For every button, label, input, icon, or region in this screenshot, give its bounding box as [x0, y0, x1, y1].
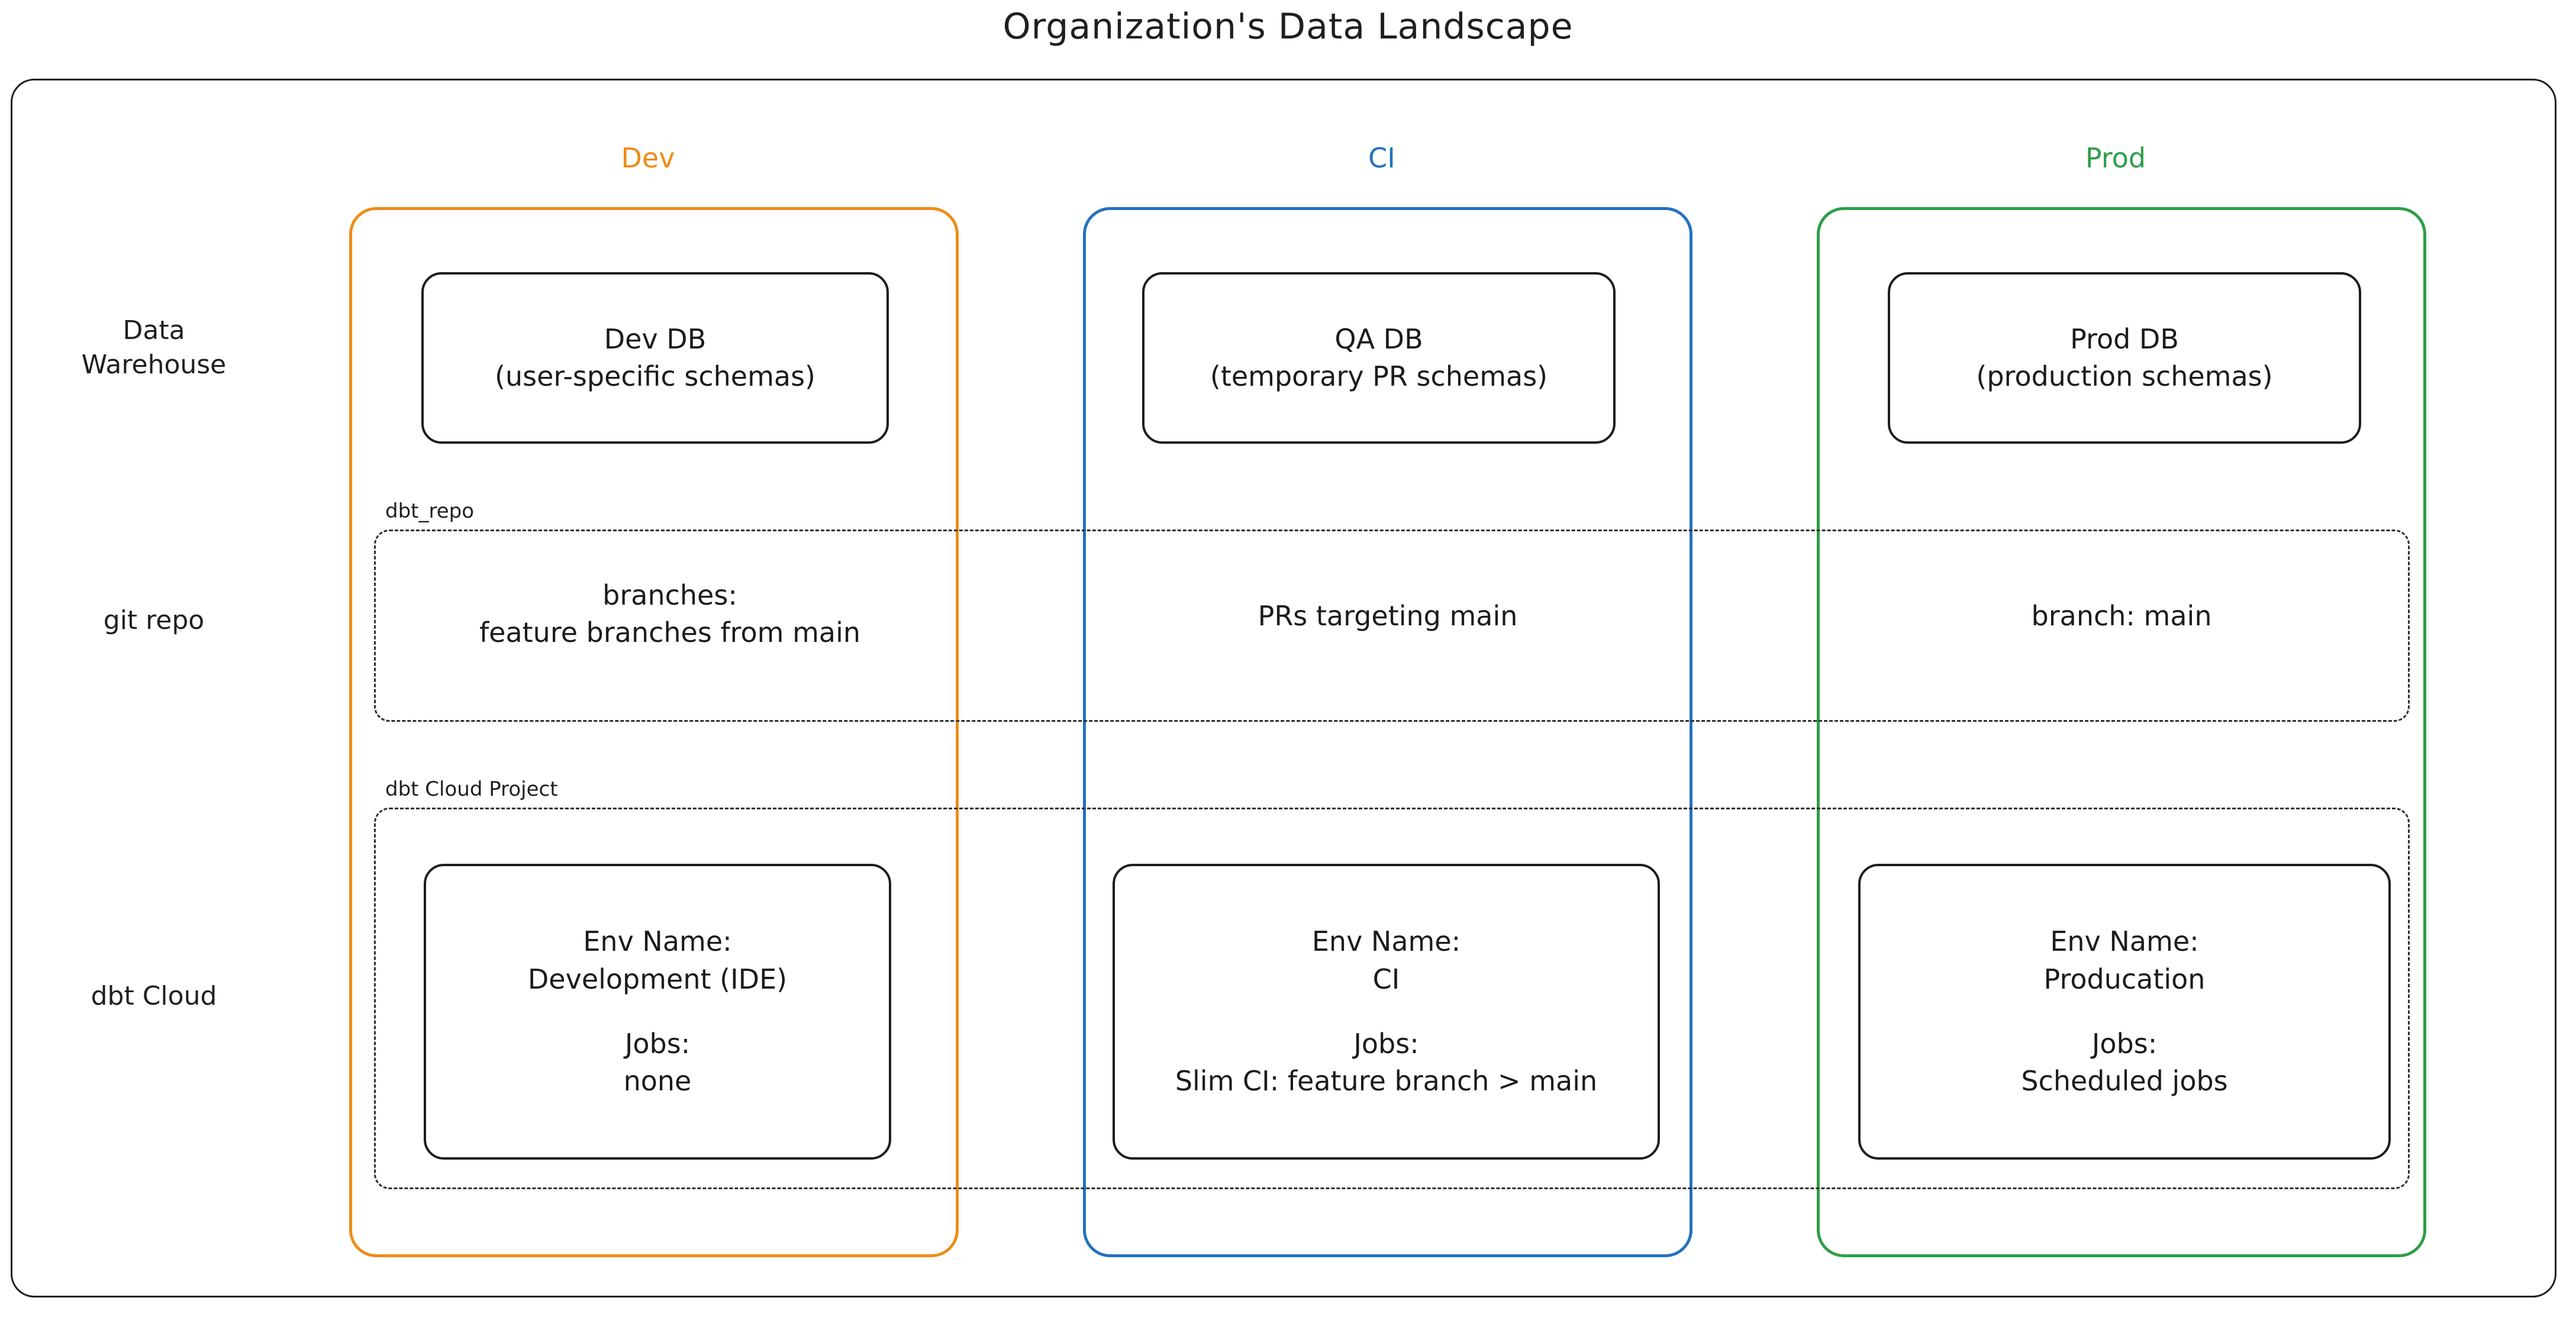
- env-container-prod: [1817, 207, 2426, 1257]
- card-title: Dev DB: [604, 322, 707, 355]
- jobs-label: Jobs:: [2091, 1028, 2158, 1060]
- env-name-label: Env Name:: [2050, 925, 2199, 958]
- env-name-value: CI: [1372, 963, 1400, 995]
- column-header-ci: CI: [1368, 142, 1395, 174]
- jobs-label: Jobs:: [624, 1028, 691, 1060]
- card-title: Prod DB: [2070, 322, 2179, 355]
- card-subtitle: (user-specific schemas): [495, 360, 815, 392]
- row-label-dbt-cloud: dbt Cloud: [30, 979, 278, 1013]
- git-dev-line-1: branches:: [602, 579, 737, 611]
- jobs-value: Scheduled jobs: [2021, 1065, 2228, 1098]
- card-dbt-cloud-prod[interactable]: Env Name: Producation Jobs: Scheduled jo…: [1858, 864, 2391, 1160]
- card-title: QA DB: [1334, 322, 1423, 355]
- card-dbt-cloud-dev[interactable]: Env Name: Development (IDE) Jobs: none: [424, 864, 891, 1160]
- git-ci-line-1: PRs targeting main: [1258, 600, 1518, 632]
- env-container-dev: [349, 207, 959, 1257]
- group-container-dbt-repo: dbt_repo: [374, 499, 2410, 722]
- row-label-line-1: dbt Cloud: [91, 981, 217, 1011]
- jobs-label: Jobs:: [1353, 1028, 1419, 1060]
- page-title: Organization's Data Landscape: [1002, 6, 1574, 47]
- env-name-value: Producation: [2043, 963, 2206, 995]
- row-label-line-1: git repo: [103, 605, 205, 635]
- jobs-value: Slim CI: feature branch > main: [1175, 1065, 1598, 1098]
- card-dbt-cloud-ci[interactable]: Env Name: CI Jobs: Slim CI: feature bran…: [1113, 864, 1660, 1160]
- git-prod-line-1: branch: main: [2031, 600, 2212, 632]
- card-prod-db[interactable]: Prod DB (production schemas): [1888, 272, 2361, 444]
- jobs-value: none: [623, 1065, 692, 1098]
- group-label-dbt-repo: dbt_repo: [382, 499, 478, 523]
- group-label-dbt-cloud-project: dbt Cloud Project: [382, 777, 562, 801]
- text-cell-git-ci: PRs targeting main: [1083, 598, 1692, 635]
- row-label-line-1: Data: [122, 315, 185, 346]
- column-header-dev: Dev: [621, 142, 675, 174]
- env-name-value: Development (IDE): [527, 963, 788, 995]
- env-name-label: Env Name:: [583, 925, 732, 958]
- row-label-data-warehouse: Data Warehouse: [30, 314, 278, 382]
- row-label-git-repo: git repo: [30, 603, 278, 638]
- card-subtitle: (production schemas): [1976, 360, 2273, 392]
- column-header-prod: Prod: [2085, 142, 2146, 174]
- card-dev-db[interactable]: Dev DB (user-specific schemas): [421, 272, 889, 444]
- row-label-line-2: Warehouse: [81, 350, 227, 380]
- env-container-ci: [1083, 207, 1692, 1257]
- card-subtitle: (temporary PR schemas): [1210, 360, 1548, 392]
- card-qa-db[interactable]: QA DB (temporary PR schemas): [1142, 272, 1616, 444]
- text-cell-git-dev: branches: feature branches from main: [374, 577, 966, 652]
- outer-frame: [11, 79, 2556, 1297]
- env-name-label: Env Name:: [1311, 925, 1461, 958]
- group-container-dbt-cloud-project: dbt Cloud Project: [374, 777, 2410, 1189]
- text-cell-git-prod: branch: main: [1817, 598, 2426, 635]
- git-dev-line-2: feature branches from main: [479, 616, 861, 649]
